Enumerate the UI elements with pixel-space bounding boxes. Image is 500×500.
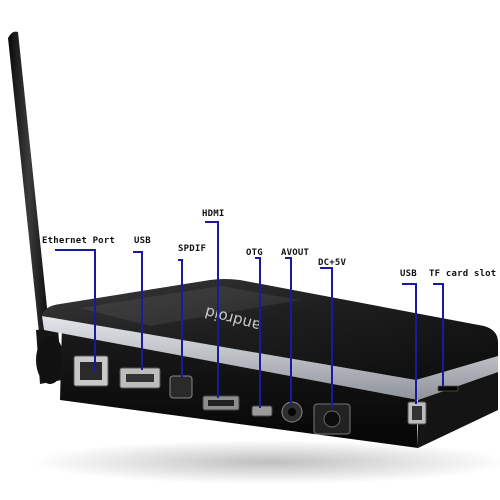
- label-hdmi: HDMI: [202, 209, 225, 219]
- callout-line-avout: [285, 257, 292, 404]
- label-usb-left: USB: [134, 236, 151, 246]
- spdif-port-icon: [169, 375, 193, 399]
- callout-line-hdmi: [205, 221, 219, 398]
- callout-line-otg: [255, 257, 261, 408]
- label-usb-right: USB: [400, 269, 417, 279]
- callout-line-ethernet: [55, 249, 96, 372]
- callout-line-usb-left: [133, 251, 143, 370]
- micro-usb-port-icon: [251, 405, 273, 417]
- callout-line-usb-right: [402, 283, 417, 404]
- label-dc: DC+5V: [318, 258, 347, 268]
- label-spdif: SPDIF: [178, 244, 207, 254]
- callout-line-spdif: [178, 259, 183, 378]
- label-tf-card-slot: TF card slot TF: [429, 269, 500, 279]
- callout-lines: [55, 221, 444, 408]
- front-ports: [73, 355, 459, 435]
- label-ethernet-port: Ethernet Port: [42, 236, 116, 246]
- tf-card-slot-icon: [437, 385, 459, 392]
- label-avout: AVOUT: [281, 248, 310, 258]
- device-body: [42, 279, 498, 448]
- label-otg: OTG: [246, 248, 263, 258]
- callout-line-dc: [320, 267, 333, 408]
- wifi-antenna-icon: [8, 31, 64, 384]
- callout-line-tf: [433, 283, 444, 386]
